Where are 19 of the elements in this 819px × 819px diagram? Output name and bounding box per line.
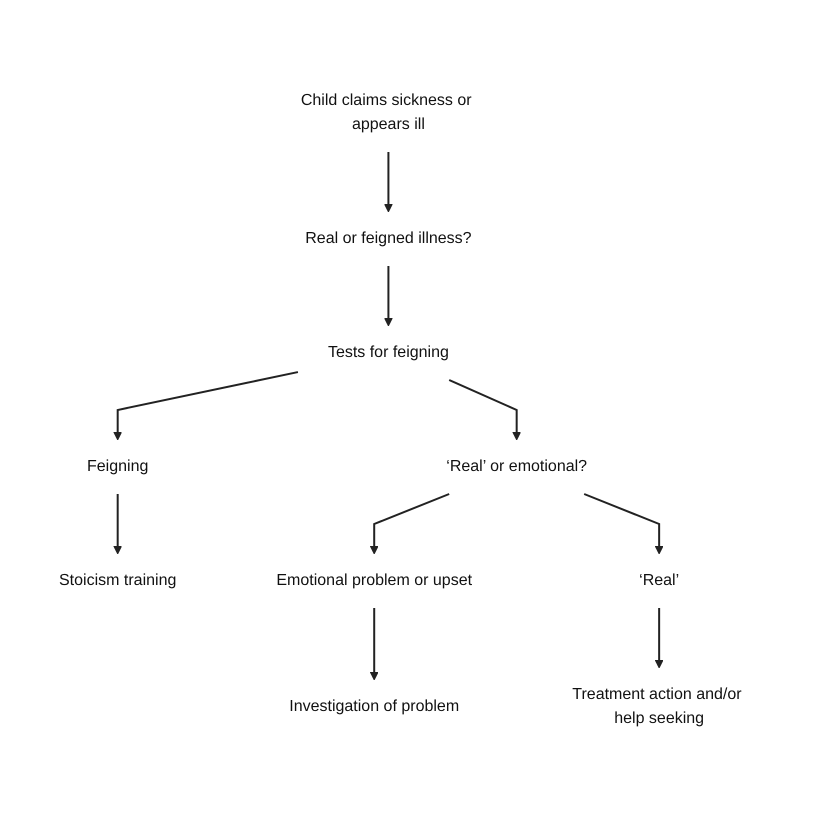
arrow xyxy=(449,378,522,440)
arrow xyxy=(114,494,122,554)
arrow xyxy=(584,492,664,554)
arrow xyxy=(114,370,299,440)
arrow xyxy=(384,152,394,212)
node-text: Tests for feigning xyxy=(328,344,450,360)
node-text: ‘Real’ or emotional? xyxy=(446,458,588,474)
node-text: Real or feigned illness? xyxy=(306,230,472,246)
node-text: Child claims sickness or appears ill xyxy=(301,92,472,132)
arrow xyxy=(370,492,450,554)
node-text: ‘Real’ xyxy=(640,572,680,588)
node-text: Feigning xyxy=(87,458,149,474)
arrow xyxy=(384,266,394,326)
arrow xyxy=(370,608,380,680)
node-text: Treatment action and/or help seeking xyxy=(572,686,742,726)
node-text: Stoicism training xyxy=(59,572,177,588)
node-text: Investigation of problem xyxy=(290,698,460,714)
node-text: Emotional problem or upset xyxy=(276,572,472,588)
arrow xyxy=(655,608,664,668)
